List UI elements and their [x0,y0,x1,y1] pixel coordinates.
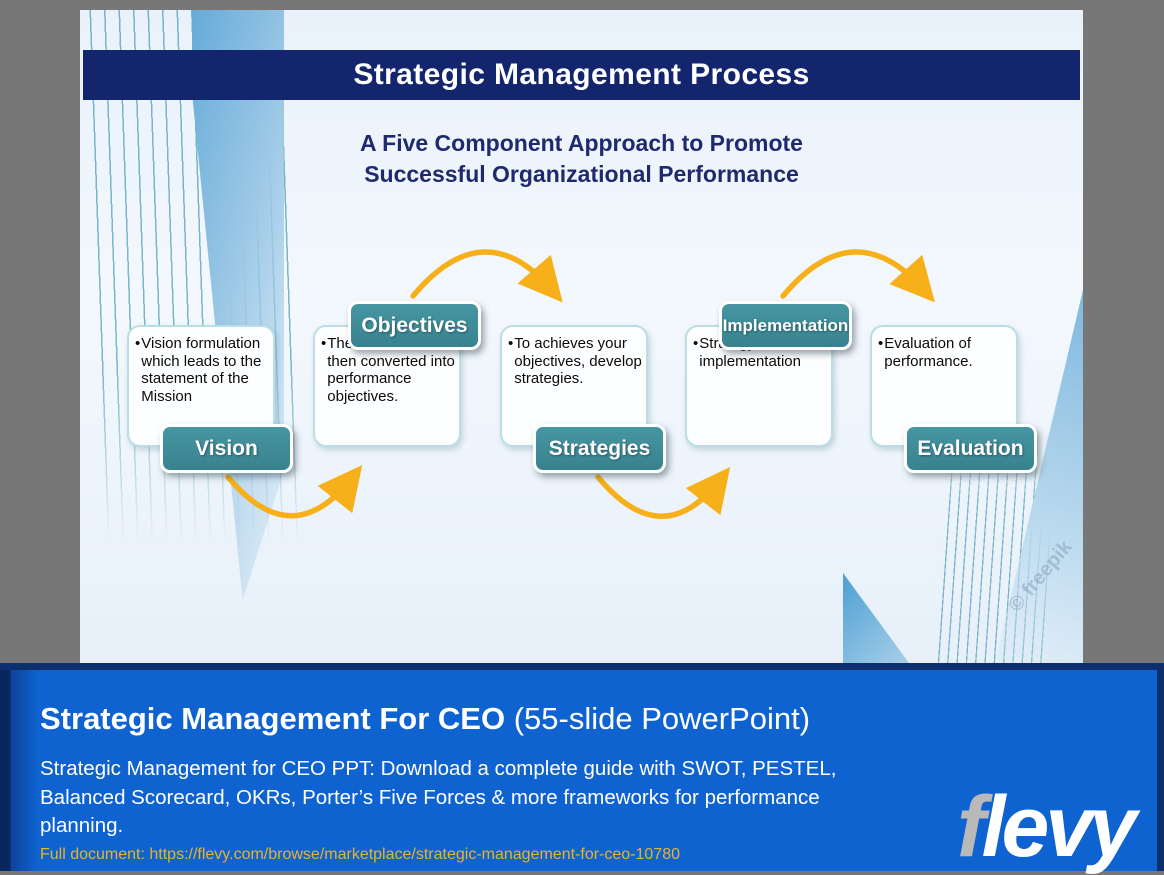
slide-title-bar: Strategic Management Process [83,50,1080,100]
slide-subtitle: A Five Component Approach to Promote Suc… [80,128,1083,190]
arrow-objectives-to-strategies [410,249,563,303]
bullet: • [135,335,141,352]
flevy-logo: flevy [957,784,1137,870]
bullet: • [508,335,514,352]
slide-subtitle-line2: Successful Organizational Performance [364,161,799,187]
step-description: Evaluation of performance. [884,335,973,370]
step-label-vision: Vision [160,424,293,473]
slide-preview: © freepik Strategic Management Process A… [80,10,1083,663]
slide-subtitle-line1: A Five Component Approach to Promote [360,130,803,156]
flevy-logo-f: f [956,779,986,875]
bullet: • [693,335,699,352]
arrow-implementation-to-evaluation [780,249,935,303]
bullet: • [321,335,327,352]
marketing-banner: Strategic Management For CEO (55-slide P… [0,663,1164,871]
bullet: • [878,335,884,352]
step-description: Vision formulation which leads to the st… [141,335,262,405]
flevy-logo-levy: levy [981,779,1137,875]
banner-title-product: Strategic Management For CEO [40,701,506,736]
step-label-evaluation: Evaluation [904,424,1037,473]
slide-title: Strategic Management Process [353,58,810,91]
document-link[interactable]: Full document: https://flevy.com/browse/… [40,846,680,863]
step-label-implementation: Implementation [719,301,852,350]
arrow-vision-to-objectives [225,465,363,519]
banner-description: Strategic Management for CEO PPT: Downlo… [40,757,837,837]
arrow-strategies-to-implementation [595,467,731,519]
banner-title-format: (55-slide PowerPoint) [505,701,811,736]
step-label-strategies: Strategies [533,424,666,473]
step-description: To achieves your objectives, develop str… [514,335,642,387]
flow-arrows [225,249,935,519]
step-label-objectives: Objectives [348,301,481,350]
banner-title: Strategic Management For CEO (55-slide P… [40,701,810,737]
